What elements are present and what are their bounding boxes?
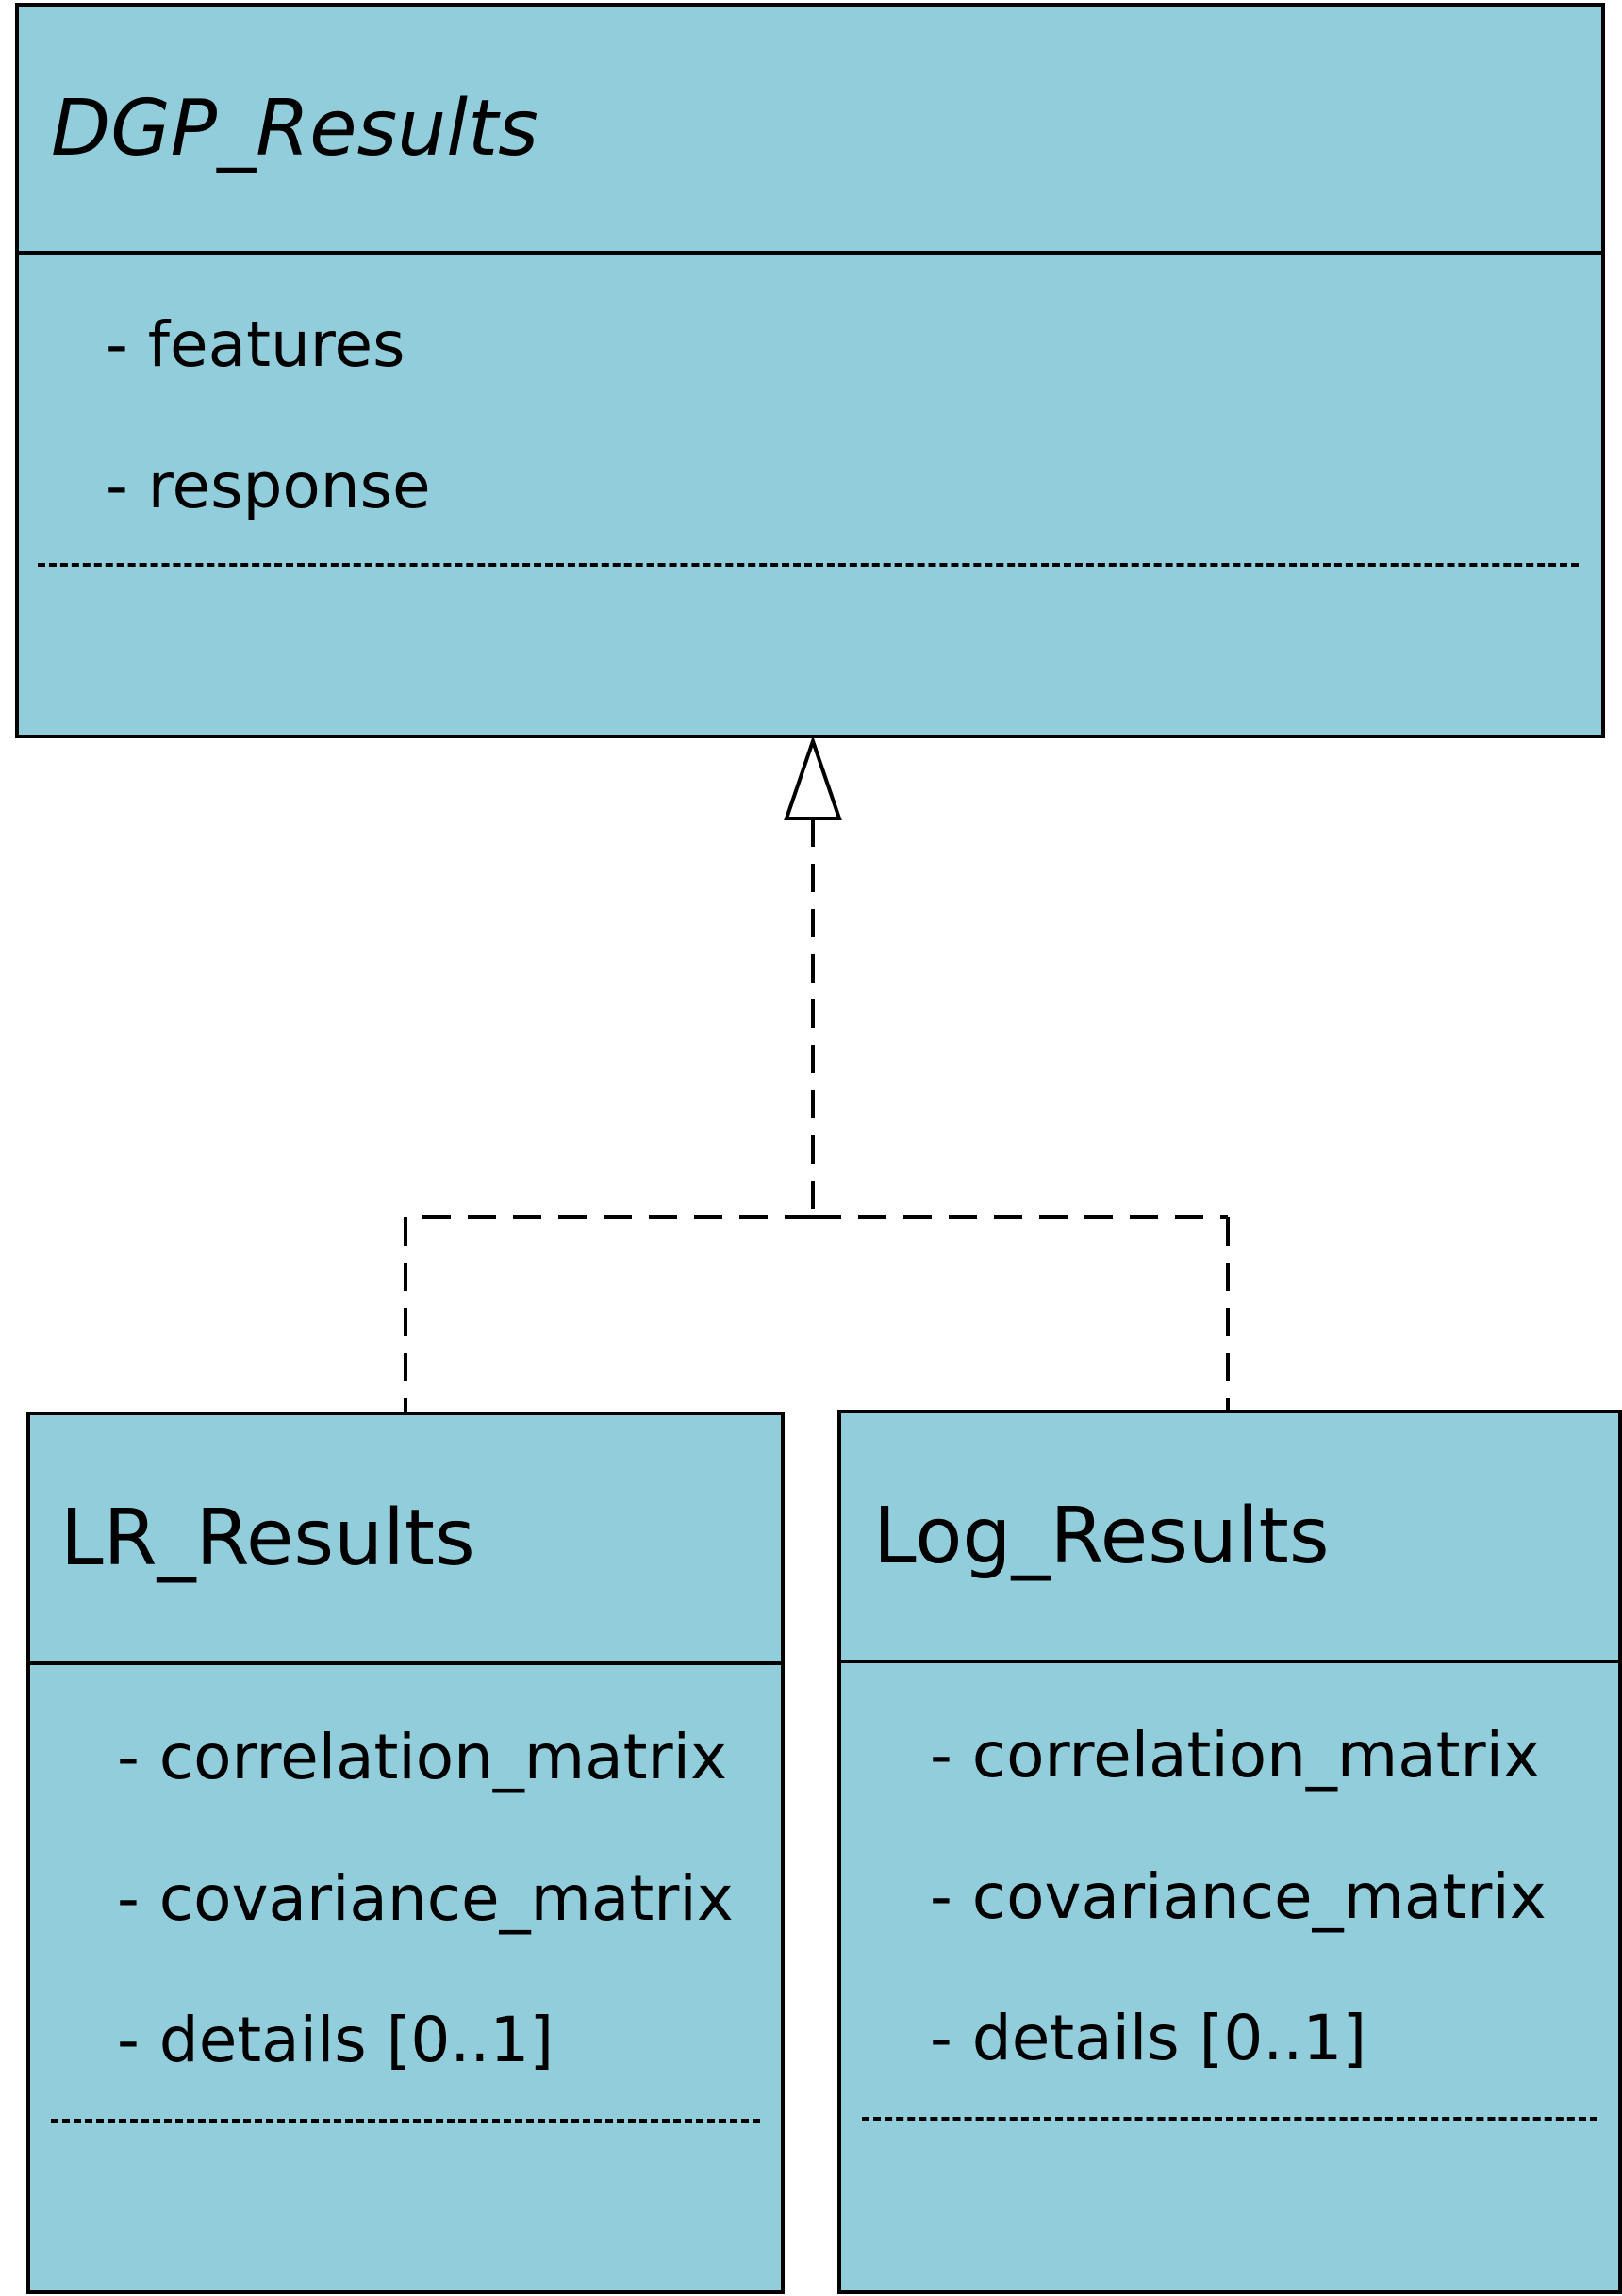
operations-divider xyxy=(38,563,1579,567)
class-dgp-results: DGP_Results - features - response xyxy=(15,3,1605,738)
attribute-covariance-matrix: - covariance_matrix xyxy=(117,1862,734,1935)
attribute-correlation-matrix: - correlation_matrix xyxy=(930,1719,1541,1792)
class-log-results: Log_Results - correlation_matrix - covar… xyxy=(837,1410,1622,2294)
realization-arrowhead-icon xyxy=(784,735,842,820)
class-lr-results: LR_Results - correlation_matrix - covari… xyxy=(26,1412,785,2294)
attribute-details: - details [0..1] xyxy=(930,2002,1367,2074)
class-name-lr-results: LR_Results xyxy=(30,1415,781,1665)
attribute-correlation-matrix: - correlation_matrix xyxy=(117,1721,728,1793)
operations-divider xyxy=(862,2117,1597,2121)
attribute-covariance-matrix: - covariance_matrix xyxy=(930,1860,1547,1933)
class-name-log-results: Log_Results xyxy=(841,1413,1618,1663)
attribute-features: - features xyxy=(106,308,406,381)
attribute-details: - details [0..1] xyxy=(117,2004,554,2076)
class-name-dgp-results: DGP_Results xyxy=(19,7,1601,255)
operations-divider xyxy=(51,2119,760,2123)
attribute-response: - response xyxy=(106,450,431,522)
